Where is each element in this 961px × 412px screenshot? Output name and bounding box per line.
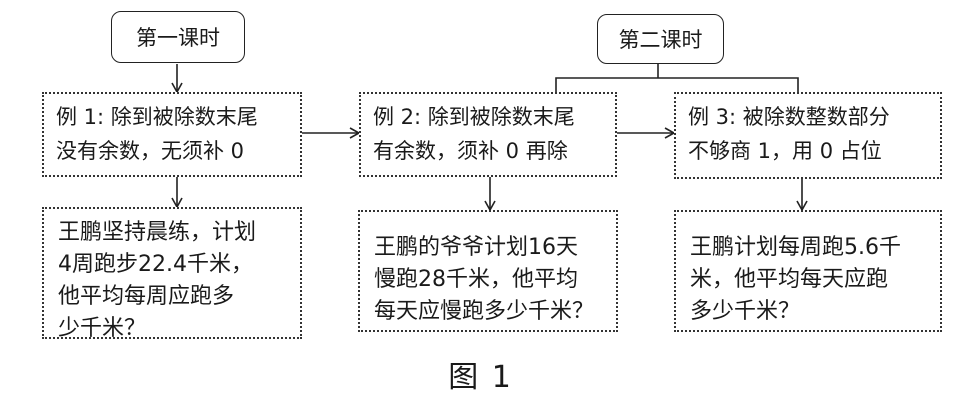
lesson-second-label: 第二课时 — [618, 28, 703, 52]
problem-3-line-2: 米，他平均每天应跑 — [690, 267, 889, 292]
problem-3-line-3: 多少千米？ — [690, 299, 801, 324]
example-3-line-2: 不够商 1，用 0 占位 — [688, 139, 882, 163]
problem-2-line-3: 每天应慢跑多少千米？ — [374, 299, 595, 324]
bracket-lesson2 — [555, 64, 799, 92]
problem-2-line-2: 慢跑28千米，他平均 — [374, 267, 578, 292]
example-3-box: 例 3: 被除数整数部分 不够商 1，用 0 占位 — [674, 92, 942, 179]
figure-caption: 图 1 — [448, 360, 513, 395]
example-2-box: 例 2: 除到被除数末尾 有余数，须补 0 再除 — [359, 92, 617, 177]
example-1-line-1: 例 1: 除到被除数末尾 — [56, 105, 258, 129]
problem-1-line-2: 4周跑步22.4千米， — [58, 252, 253, 277]
problem-3-line-1: 王鹏计划每周跑5.6千 — [690, 235, 901, 260]
example-1-box: 例 1: 除到被除数末尾 没有余数，无须补 0 — [42, 92, 302, 177]
example-2-line-1: 例 2: 除到被除数末尾 — [373, 105, 575, 129]
example-1-line-2: 没有余数，无须补 0 — [56, 139, 245, 163]
problem-2-box: 王鹏的爷爷计划16天 慢跑28千米，他平均 每天应慢跑多少千米？ — [358, 210, 618, 332]
problem-1-line-4: 少千米？ — [58, 316, 147, 341]
lesson-second-box: 第二课时 — [597, 14, 724, 64]
problem-1-line-3: 他平均每周应跑多 — [58, 284, 235, 309]
example-2-line-2: 有余数，须补 0 再除 — [373, 139, 568, 163]
lesson-first-box: 第一课时 — [111, 11, 245, 63]
problem-3-box: 王鹏计划每周跑5.6千 米，他平均每天应跑 多少千米？ — [674, 210, 942, 332]
problem-2-line-1: 王鹏的爷爷计划16天 — [374, 235, 578, 260]
lesson-first-label: 第一课时 — [136, 26, 220, 50]
problem-1-line-1: 王鹏坚持晨练，计划 — [58, 220, 257, 245]
problem-1-box: 王鹏坚持晨练，计划 4周跑步22.4千米， 他平均每周应跑多 少千米？ — [42, 207, 302, 341]
example-3-line-1: 例 3: 被除数整数部分 — [688, 105, 890, 129]
